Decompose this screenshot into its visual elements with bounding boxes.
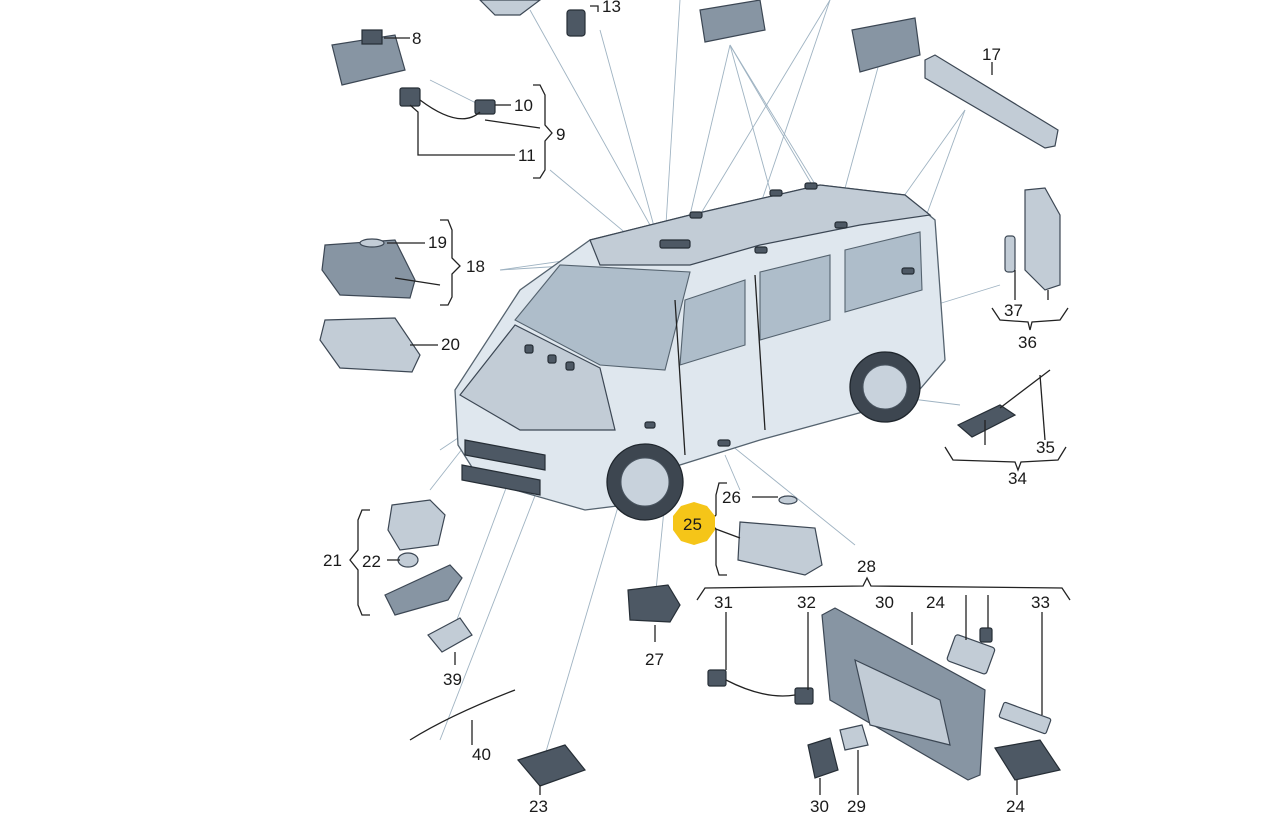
callout-34[interactable]: 34 — [1008, 469, 1027, 488]
highlight-marker-25 — [673, 502, 715, 545]
callout-19[interactable]: 19 — [428, 233, 447, 252]
callout-32[interactable]: 32 — [797, 593, 816, 612]
callout-39[interactable]: 39 — [443, 670, 462, 689]
callout-40[interactable]: 40 — [472, 745, 491, 764]
callout-24-bottom[interactable]: 24 — [1006, 797, 1025, 816]
callout-37[interactable]: 37 — [1004, 301, 1023, 320]
leader-lines — [349, 5, 1071, 795]
callout-labels: 8 13 10 9 11 17 19 18 20 37 36 35 34 21 … — [323, 0, 1055, 816]
callout-10[interactable]: 10 — [514, 96, 533, 115]
callout-13[interactable]: 13 — [602, 0, 621, 16]
callout-28[interactable]: 28 — [857, 557, 876, 576]
callout-23[interactable]: 23 — [529, 797, 548, 816]
callout-25[interactable]: 25 — [683, 515, 702, 534]
callout-27[interactable]: 27 — [645, 650, 664, 669]
callout-33[interactable]: 33 — [1031, 593, 1050, 612]
callout-30-top[interactable]: 30 — [875, 593, 894, 612]
callout-22[interactable]: 22 — [362, 552, 381, 571]
callout-35[interactable]: 35 — [1036, 438, 1055, 457]
callout-31[interactable]: 31 — [714, 593, 733, 612]
callout-29[interactable]: 29 — [847, 797, 866, 816]
callout-11[interactable]: 11 — [518, 146, 536, 165]
callout-26[interactable]: 26 — [722, 488, 741, 507]
callout-30-bottom[interactable]: 30 — [810, 797, 829, 816]
callout-24-top[interactable]: 24 — [926, 593, 945, 612]
callout-21[interactable]: 21 — [323, 551, 342, 570]
parts — [319, 0, 1061, 787]
callout-17[interactable]: 17 — [982, 45, 1001, 64]
van-illustration — [454, 182, 946, 521]
callout-9[interactable]: 9 — [556, 125, 565, 144]
callout-8[interactable]: 8 — [412, 29, 421, 48]
callout-20[interactable]: 20 — [441, 335, 460, 354]
callout-18[interactable]: 18 — [466, 257, 485, 276]
callout-36[interactable]: 36 — [1018, 333, 1037, 352]
